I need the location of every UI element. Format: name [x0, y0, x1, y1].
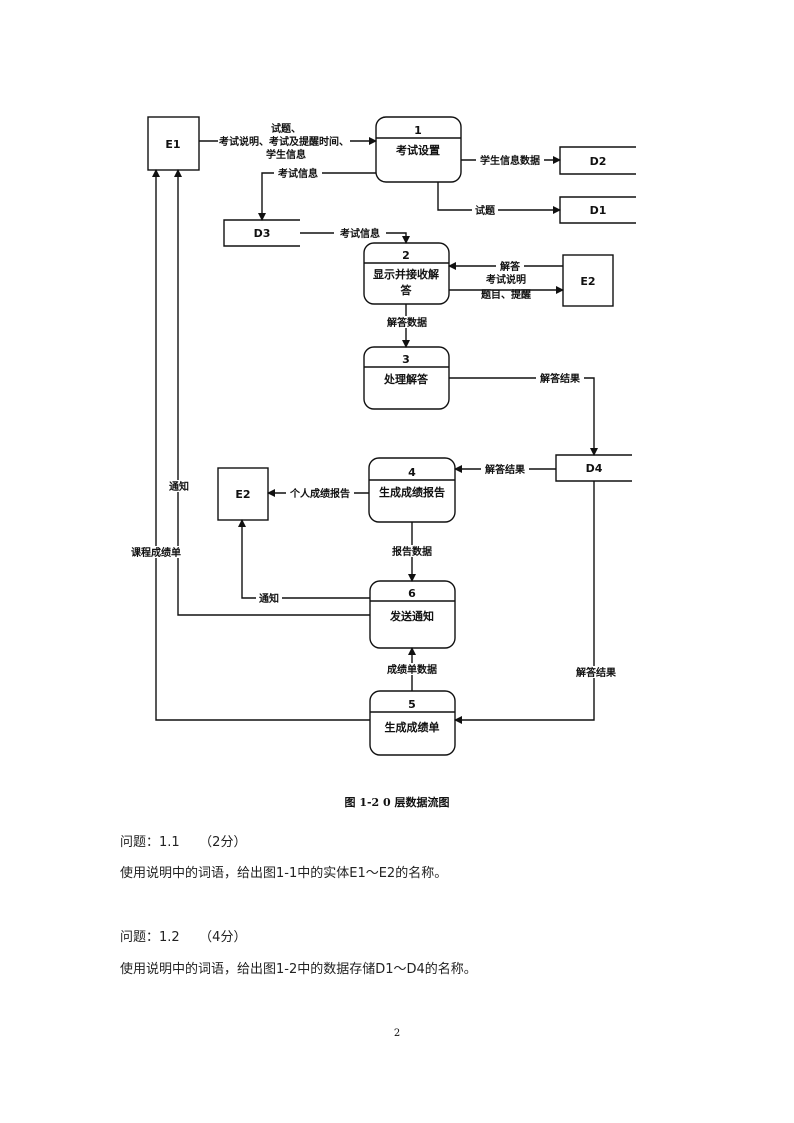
figure-caption: 图 1-2 0 层数据流图: [344, 796, 450, 809]
process-3-name: 处理解答: [383, 372, 429, 386]
process-6-number: 6: [408, 587, 416, 600]
flow-label-p3-d4: 解答结果: [540, 372, 581, 385]
flow-label-p5-e1: 课程成绩单: [131, 546, 181, 559]
flow-label-p5-p6: 成绩单数据: [387, 663, 437, 676]
flow-label-p1-d2: 学生信息数据: [480, 154, 540, 167]
flow-p3-d4: [449, 377, 598, 456]
data-flow-diagram: E1 E2 E2 D2 D1 D3 D4 1 考试设置 2 显示并接收解 答 3…: [131, 116, 636, 756]
flow-label-p2-p3: 解答数据: [387, 316, 427, 329]
process-1-name: 考试设置: [396, 143, 440, 157]
process-1-box: [375, 116, 462, 183]
store-d4-label: D4: [586, 462, 603, 475]
process-4-number: 4: [408, 466, 416, 479]
store-d2-label: D2: [590, 155, 607, 168]
flow-label-p6-e2: 通知: [259, 592, 279, 605]
process-5-number: 5: [408, 698, 416, 711]
flow-p6-e1: [174, 169, 370, 616]
flow-label-d4-p5: 解答结果: [576, 666, 617, 679]
entity-e2-right-label: E2: [580, 275, 595, 288]
process-6-name: 发送通知: [389, 609, 434, 623]
flow-label-e1-p1-line3: 学生信息: [266, 148, 306, 161]
flow-label-p2-e2-line1: 考试说明: [486, 273, 526, 286]
flow-p6-e2: [238, 519, 370, 599]
flow-label-e1-p1-line2: 考试说明、考试及提醒时间、: [219, 135, 349, 148]
flow-label-p1-d1: 试题: [475, 204, 496, 217]
flow-p5-e1: [152, 169, 370, 721]
flow-label-d4-p4: 解答结果: [485, 463, 526, 476]
process-5-name: 生成成绩单: [385, 720, 440, 734]
entity-e1-box: [147, 116, 200, 171]
question-2-text: 使用说明中的词语，给出图1-2中的数据存储D1～D4的名称。: [120, 962, 477, 977]
flow-label-p1-d3: 考试信息: [278, 167, 318, 180]
flow-p1-d3: [258, 172, 376, 221]
process-2-name-line2: 答: [401, 283, 413, 297]
flow-label-p4-e2: 个人成绩报告: [289, 487, 350, 500]
question-2-title: 问题：1.2 （4分）: [120, 930, 247, 945]
page-number: 2: [393, 1028, 401, 1039]
flow-label-e2-p2: 解答: [500, 260, 521, 273]
process-2-number: 2: [402, 249, 410, 262]
store-d3-label: D3: [254, 227, 271, 240]
flow-p1-d1: [437, 182, 561, 214]
process-2-name-line1: 显示并接收解: [373, 267, 439, 281]
flow-label-e1-p1-line1: 试题、: [271, 122, 301, 135]
store-d1-label: D1: [590, 204, 607, 217]
flow-label-p4-p6: 报告数据: [392, 545, 432, 558]
process-4-name: 生成成绩报告: [379, 485, 445, 499]
question-1-title: 问题：1.1 （2分）: [120, 835, 247, 850]
flow-label-p6-e1: 通知: [169, 480, 189, 493]
flow-d4-p5: [454, 481, 595, 724]
flow-label-d3-p2: 考试信息: [340, 227, 380, 240]
process-3-number: 3: [402, 353, 410, 366]
entity-e2-right-box: [562, 254, 614, 307]
entity-e1-label: E1: [165, 138, 180, 151]
process-1-number: 1: [414, 124, 422, 137]
flow-label-p2-e2-line2: 题目、提醒: [481, 288, 531, 301]
question-1-text: 使用说明中的词语，给出图1-1中的实体E1～E2的名称。: [120, 866, 448, 881]
entity-e2-left-label: E2: [235, 488, 250, 501]
